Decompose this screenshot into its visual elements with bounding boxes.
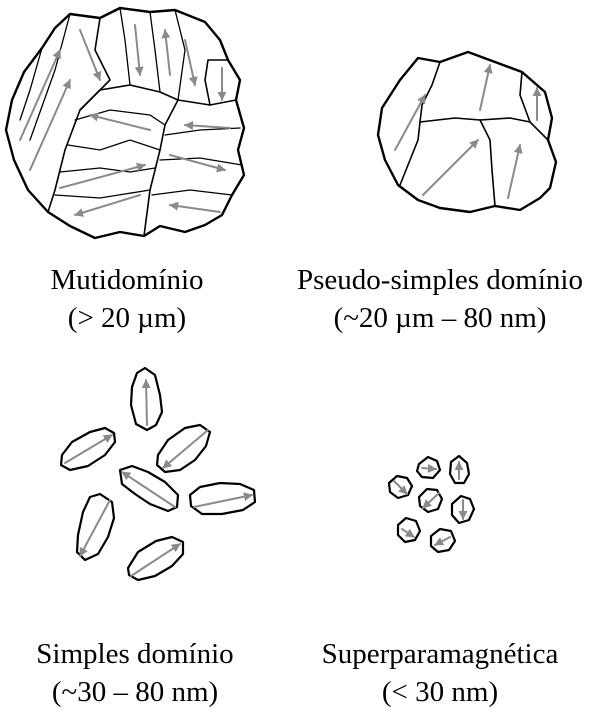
single-domain-grain [128,537,183,580]
single-domain-grain [131,368,162,430]
superparamagnetic-grains [389,456,474,552]
superparamagnetic-grain [450,456,469,483]
caption-size-range: (~20 µm – 80 nm) [285,299,592,337]
superparamagnetic-grain [398,518,420,542]
caption-label: Simples domínio [0,635,280,673]
single-domain-grain [77,494,114,560]
superparamagnetic-grain [417,457,440,478]
caption-size-range: (~30 – 80 nm) [0,673,280,711]
caption-label: Superparamagnética [295,635,585,673]
superparamagnetic-grain [431,529,455,552]
multidomain-grain [6,8,244,238]
superparamagnetic-grain [452,496,474,523]
magnetization-arrow [146,380,147,425]
superparamagnetic-grain [419,489,442,512]
single-domain-grain [120,466,178,511]
caption-superparamagnetic: Superparamagnética (< 30 nm) [295,635,585,711]
caption-single-domain: Simples domínio (~30 – 80 nm) [0,635,280,711]
superparamagnetic-grain [389,476,412,498]
magnetization-arrow [422,468,436,469]
pseudo-single-domain-grain [378,52,556,212]
caption-pseudo-single-domain: Pseudo-simples domínio (~20 µm – 80 nm) [285,261,592,337]
single-domain-grain [61,428,115,470]
caption-size-range: (> 20 µm) [0,299,272,337]
caption-label: Pseudo-simples domínio [285,261,592,299]
single-domain-grain [157,425,210,472]
single-domain-grain [190,483,255,514]
caption-label: Mutidomínio [0,261,272,299]
caption-size-range: (< 30 nm) [295,673,585,711]
single-domain-grains [61,368,255,580]
caption-multidomain: Mutidomínio (> 20 µm) [0,261,272,337]
